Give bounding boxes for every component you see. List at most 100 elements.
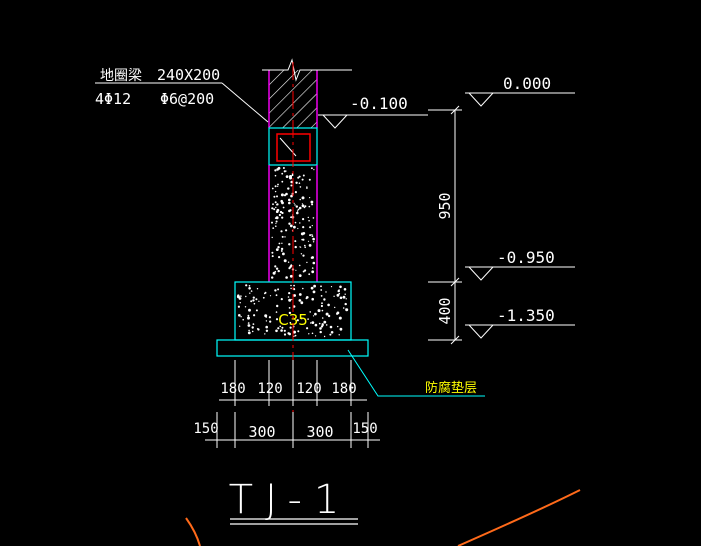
concrete-speckle — [265, 320, 268, 322]
concrete-speckle — [308, 205, 311, 208]
concrete-speckle — [247, 331, 251, 335]
concrete-speckle — [293, 284, 295, 287]
dim-950: 950 — [436, 192, 454, 219]
concrete-speckle — [285, 170, 287, 172]
concrete-speckle — [274, 201, 277, 204]
concrete-grade: C35 — [278, 311, 308, 329]
concrete-speckle — [276, 195, 278, 198]
concrete-speckle — [323, 298, 326, 301]
concrete-speckle — [290, 284, 292, 287]
concrete-speckle — [311, 321, 315, 324]
concrete-speckle — [242, 318, 244, 321]
concrete-speckle — [297, 176, 300, 179]
concrete-speckle — [307, 216, 309, 219]
concrete-speckle — [280, 298, 283, 301]
concrete-speckle — [300, 317, 303, 320]
concrete-speckle — [287, 261, 290, 263]
concrete-speckle — [274, 169, 277, 172]
concrete-speckle — [290, 194, 293, 198]
concrete-speckle — [252, 299, 255, 302]
dim-label: 120 — [257, 381, 282, 397]
concrete-speckle — [311, 235, 314, 238]
concrete-speckle — [337, 289, 340, 293]
dim-400: 400 — [436, 297, 454, 324]
concrete-speckle — [255, 309, 258, 312]
concrete-speckle — [264, 333, 266, 335]
concrete-speckle — [247, 324, 251, 327]
concrete-speckle — [311, 225, 313, 227]
elevation-minus-1350: -1.350 — [465, 306, 575, 339]
concrete-speckle — [280, 230, 283, 233]
concrete-speckle — [248, 308, 251, 312]
concrete-speckle — [307, 240, 310, 242]
concrete-speckle — [308, 333, 310, 335]
concrete-speckle — [334, 306, 336, 309]
concrete-speckle — [313, 284, 316, 288]
concrete-speckle — [277, 288, 280, 291]
concrete-speckle — [250, 300, 253, 303]
concrete-speckle — [288, 267, 291, 270]
concrete-speckle — [269, 320, 272, 323]
concrete-speckle — [291, 174, 294, 177]
concrete-speckle — [311, 203, 314, 206]
concrete-speckle — [299, 186, 302, 188]
drawing-title: TJ-1 — [229, 477, 358, 525]
concrete-speckle — [297, 208, 300, 211]
concrete-speckle — [283, 329, 286, 332]
concrete-speckle — [311, 167, 313, 170]
concrete-speckle — [325, 312, 329, 316]
concrete-speckle — [298, 264, 301, 267]
concrete-speckle — [304, 244, 306, 247]
concrete-speckle — [296, 210, 299, 212]
concrete-speckle — [245, 284, 248, 287]
dim-label: 300 — [306, 423, 333, 441]
concrete-speckle — [245, 295, 247, 298]
concrete-speckle — [325, 324, 328, 326]
concrete-speckle — [311, 256, 314, 259]
elevation-label: -0.950 — [497, 248, 555, 267]
concrete-speckle — [309, 234, 312, 237]
concrete-speckle — [295, 269, 297, 271]
concrete-speckle — [274, 289, 277, 292]
concrete-speckle — [285, 175, 289, 179]
concrete-speckle — [287, 296, 290, 298]
concrete-speckle — [288, 311, 292, 315]
concrete-speckle — [281, 172, 284, 175]
concrete-speckle — [314, 312, 317, 316]
elevation-0000: 0.000 — [465, 74, 575, 107]
concrete-speckle — [321, 309, 324, 312]
concrete-speckle — [271, 207, 274, 210]
concrete-speckle — [298, 293, 302, 296]
concrete-speckle — [302, 174, 305, 177]
concrete-speckle — [301, 204, 305, 208]
concrete-speckle — [315, 335, 317, 337]
concrete-speckle — [299, 222, 301, 224]
concrete-speckle — [327, 314, 331, 318]
concrete-speckle — [294, 191, 297, 194]
concrete-speckle — [247, 314, 250, 317]
concrete-speckle — [288, 222, 291, 225]
concrete-speckle — [333, 295, 335, 297]
concrete-speckle — [289, 175, 292, 178]
concrete-speckle — [294, 204, 296, 206]
concrete-speckle — [276, 304, 279, 308]
elevation-label: -1.350 — [497, 306, 555, 325]
concrete-speckle — [312, 290, 316, 294]
concrete-speckle — [288, 298, 292, 302]
dim-label: 180 — [220, 381, 245, 397]
beam-annotation: 地圈梁 240X200 4Φ12 Φ6@200 — [95, 66, 269, 123]
cushion-label: 防腐垫层 — [425, 380, 477, 396]
concrete-speckle — [320, 304, 323, 308]
concrete-speckle — [248, 285, 251, 287]
concrete-speckle — [342, 307, 345, 309]
concrete-speckle — [306, 187, 308, 189]
concrete-speckle — [307, 318, 309, 320]
elevation-minus-0100: -0.100 — [318, 94, 428, 129]
concrete-speckle — [309, 311, 312, 313]
concrete-speckle — [308, 244, 312, 247]
concrete-speckle — [294, 221, 297, 224]
concrete-speckle — [293, 335, 295, 337]
concrete-speckle — [327, 303, 330, 307]
dim-label: 150 — [352, 421, 377, 437]
concrete-speckle — [293, 202, 295, 204]
